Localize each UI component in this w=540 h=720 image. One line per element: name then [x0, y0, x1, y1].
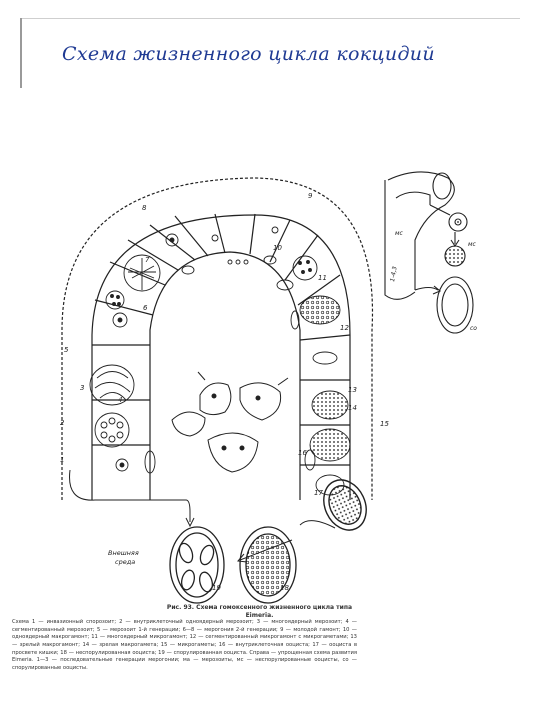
num-3: 3	[80, 384, 84, 392]
epithelium-arch	[61, 177, 374, 500]
caption-title: Рис. 93. Схема гомоксенного жизненного ц…	[166, 604, 353, 619]
num-8: 8	[142, 204, 147, 212]
num-12: 12	[340, 324, 349, 332]
num-17: 17	[314, 489, 323, 497]
num-10: 10	[273, 244, 282, 252]
stage-numbers: 1 2 3 4 5 6 7 8 9 10 11 12 13 14 15 16 1…	[60, 192, 389, 592]
label-ms: мс	[468, 241, 477, 248]
caption-text: Схема 1 — инвазионный спорозоит; 2 — вну…	[12, 619, 357, 671]
host-animals	[171, 371, 289, 473]
top-rule	[20, 18, 520, 19]
num-14: 14	[348, 404, 357, 412]
num-16: 16	[298, 449, 307, 457]
accent-bar	[20, 18, 22, 88]
num-4: 4	[118, 396, 122, 404]
label-co: со	[470, 325, 477, 332]
num-18: 18	[280, 584, 289, 592]
num-1: 1	[60, 456, 64, 464]
label-n143: 1-4,3	[389, 266, 399, 283]
num-6: 6	[143, 304, 148, 312]
num-2: 2	[60, 419, 65, 427]
num-7: 7	[145, 256, 150, 264]
num-13: 13	[348, 386, 357, 394]
figure-caption: Рис. 93. Схема гомоксенного жизненного ц…	[12, 604, 357, 672]
cell-contents	[89, 226, 351, 496]
oocyst-lumen	[323, 479, 367, 531]
num-11: 11	[318, 274, 327, 282]
num-5: 5	[64, 346, 69, 354]
num-15: 15	[380, 420, 389, 428]
gut-tube	[384, 171, 474, 334]
num-19: 19	[212, 584, 221, 592]
env-oocysts	[169, 526, 297, 604]
num-9: 9	[308, 192, 313, 200]
label-mi: мс	[395, 230, 404, 237]
slide-title: Схема жизненного цикла кокцидий	[62, 43, 435, 65]
gut-labels: мс мс со 1-4,3	[389, 230, 477, 332]
